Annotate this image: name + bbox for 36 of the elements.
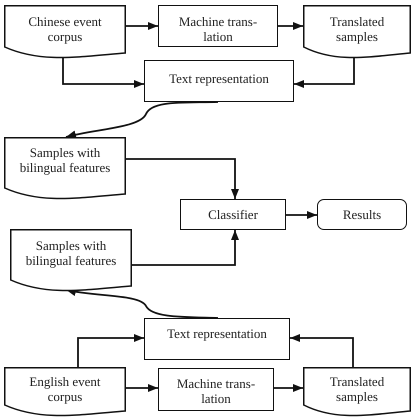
- arrow: [66, 101, 218, 138]
- document-shape: [4, 137, 126, 200]
- document-shape: [303, 5, 411, 59]
- arrow: [274, 384, 303, 392]
- arrow: [132, 230, 239, 266]
- arrow: [286, 211, 317, 219]
- arrow: [290, 334, 354, 367]
- node-label: Samples with bilingual features: [24, 238, 118, 268]
- node-label: Classifier: [208, 207, 258, 222]
- arrow: [294, 56, 355, 88]
- node-label: Machine trans- lation: [176, 376, 256, 406]
- node-label: Machine trans- lation: [178, 14, 258, 44]
- arrow: [278, 22, 303, 30]
- process-box: [158, 5, 278, 47]
- arrow: [126, 384, 158, 392]
- node-label: Text representation: [169, 71, 269, 86]
- node-label: Chinese event corpus: [27, 14, 103, 44]
- process-box: [158, 368, 274, 411]
- process-box: [144, 60, 294, 102]
- document-shape: [303, 367, 411, 417]
- node-label: Translated samples: [328, 14, 386, 44]
- document-shape: [4, 367, 126, 417]
- rounded-box: [317, 199, 407, 230]
- node-label: Text representation: [167, 326, 267, 341]
- process-box: [144, 318, 290, 360]
- arrow: [126, 158, 239, 199]
- arrow: [77, 334, 144, 367]
- node-label: English event corpus: [28, 374, 102, 404]
- process-box: [180, 199, 286, 230]
- node-label: Translated samples: [328, 374, 386, 404]
- document-shape: [10, 229, 132, 292]
- arrow: [126, 22, 158, 30]
- node-label: Results: [342, 207, 382, 222]
- node-label: Samples with bilingual features: [18, 145, 112, 175]
- document-shape: [4, 5, 126, 59]
- arrow: [62, 56, 144, 88]
